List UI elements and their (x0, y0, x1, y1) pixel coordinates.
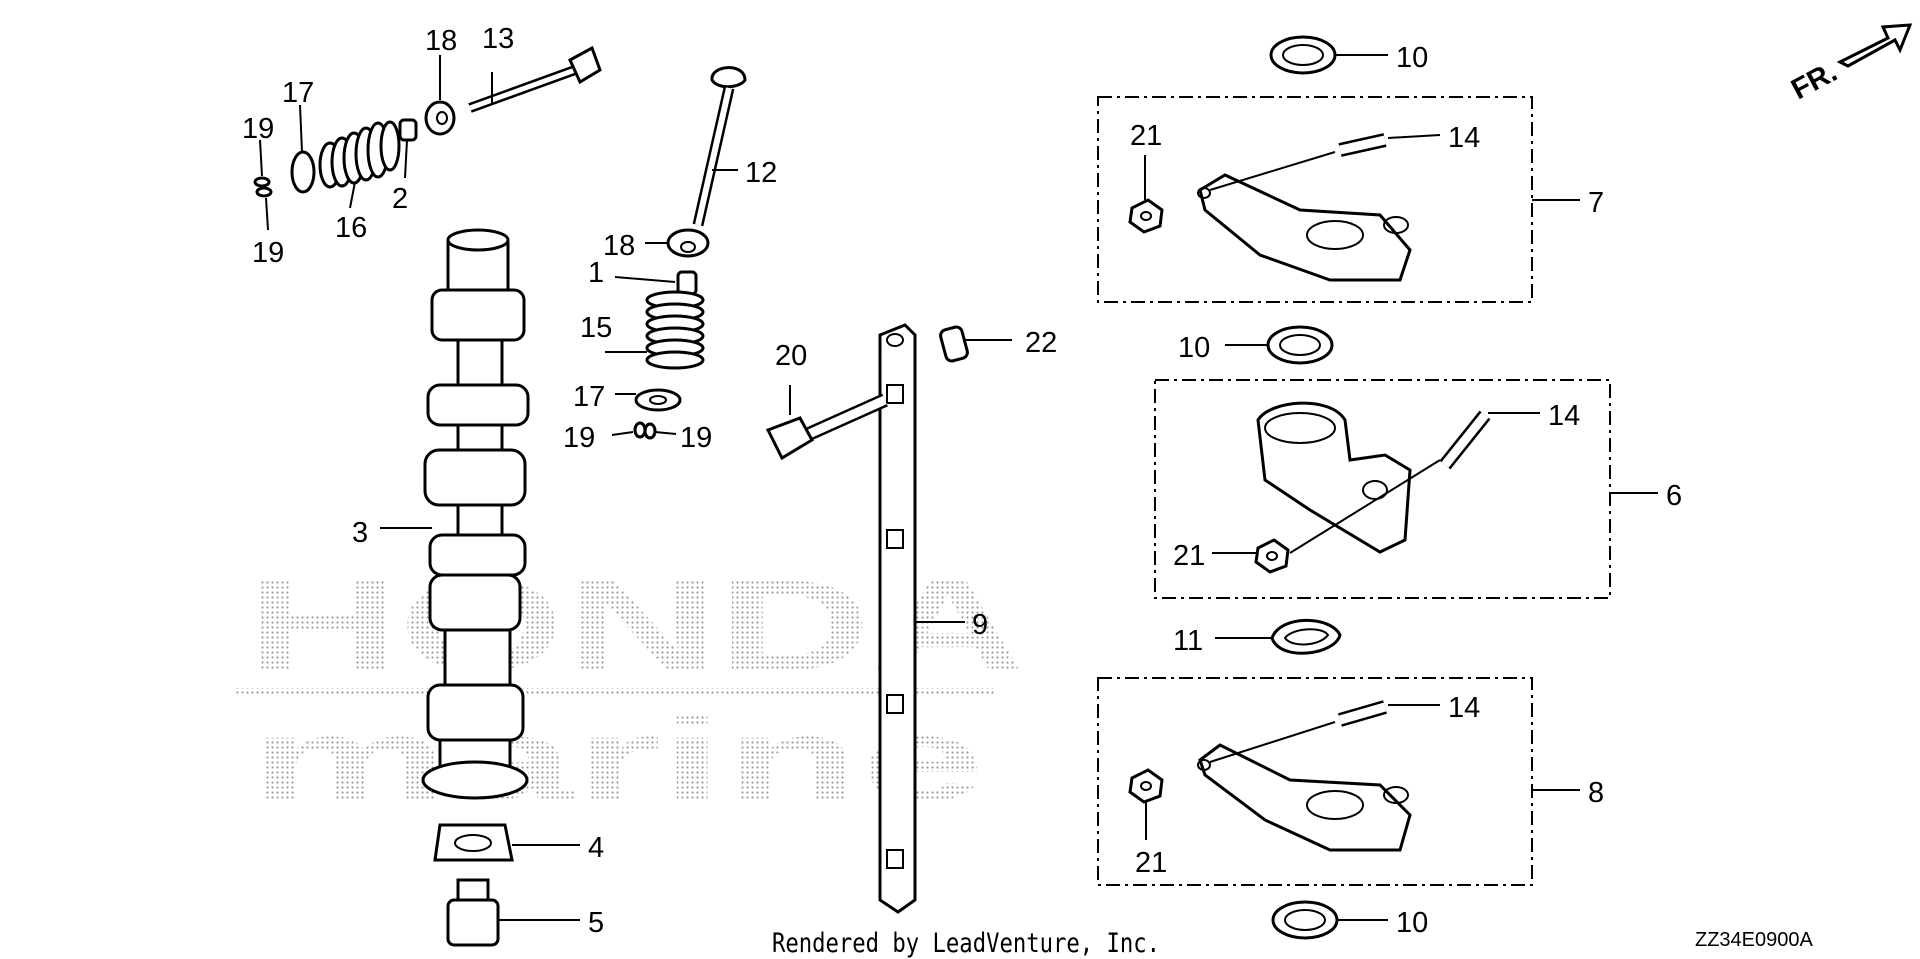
camshaft (421, 228, 530, 800)
wave-washer-11 (1270, 618, 1342, 655)
washer-10-upper-middle (1266, 325, 1334, 365)
callout-1: 1 (588, 257, 604, 289)
callout-21-middle: 21 (1173, 540, 1205, 572)
callout-10-bottom: 10 (1396, 907, 1428, 939)
callout-19-top-left: 19 (242, 113, 274, 145)
callout-10-middle: 10 (1178, 332, 1210, 364)
rocker-arm-8 (1197, 743, 1412, 852)
callout-17-right: 17 (573, 381, 605, 413)
adjusting-screw-14-middle (1439, 410, 1491, 470)
valve-retainer-18-left (424, 100, 456, 136)
callout-9: 9 (972, 609, 988, 641)
valve-spring-16 (318, 120, 401, 189)
callout-16: 16 (335, 212, 367, 244)
callouts: 1 2 3 4 5 6 7 8 9 10 10 10 11 12 13 14 1… (242, 23, 1682, 939)
callout-18-right: 18 (603, 230, 635, 262)
valve-retainer-18-right (666, 228, 710, 258)
adjusting-screw-14-top (1338, 133, 1387, 157)
lock-nut-21-middle (1254, 538, 1290, 574)
assembly-line-8 (1209, 721, 1336, 763)
valve-12 (692, 66, 747, 227)
callout-3: 3 (352, 517, 368, 549)
assembly-line-7 (1209, 151, 1336, 191)
camshaft-bushing (446, 878, 500, 947)
valve-spring-15 (645, 290, 705, 370)
adjusting-screw-14-bottom (1338, 700, 1387, 727)
front-direction-arrow: FR. (1786, 23, 1913, 106)
washer-10-top (1269, 35, 1337, 75)
callout-8: 8 (1588, 777, 1604, 809)
lock-nut-21-bottom (1128, 768, 1164, 804)
valve-13 (468, 45, 602, 113)
callout-6: 6 (1666, 480, 1682, 512)
callout-21-bottom: 21 (1135, 847, 1167, 879)
valve-seal-2 (398, 118, 418, 142)
callout-19-bottom-left: 19 (252, 237, 284, 269)
spring-seat-17-right (634, 388, 682, 412)
callout-21-top: 21 (1130, 120, 1162, 152)
callout-14-bottom: 14 (1448, 692, 1480, 724)
callout-15: 15 (580, 312, 612, 344)
rocker-shaft-bolt-20 (765, 393, 888, 461)
rocker-arm-7 (1197, 173, 1412, 282)
callout-14-top: 14 (1448, 122, 1480, 154)
callout-10-top: 10 (1396, 42, 1428, 74)
group-box-6 (1154, 379, 1611, 599)
valve-cotters-19-left (253, 176, 273, 198)
leader-lines (259, 54, 1658, 921)
washer-10-bottom (1271, 900, 1339, 940)
group-box-7 (1097, 96, 1533, 303)
callout-19-mid-right: 19 (680, 422, 712, 454)
callout-14-middle: 14 (1548, 400, 1580, 432)
callout-2: 2 (392, 183, 408, 215)
callout-22: 22 (1025, 327, 1057, 359)
assembly-line-6 (1289, 459, 1441, 554)
callout-18-left: 18 (425, 25, 457, 57)
lock-nut-21-top (1128, 198, 1164, 234)
callout-4: 4 (588, 832, 604, 864)
camshaft-pulley-hub (433, 823, 514, 862)
group-box-8 (1097, 677, 1533, 886)
rocker-arm-6 (1256, 401, 1412, 554)
valve-cotters-19-right (633, 421, 657, 440)
dowel-pin-22 (939, 325, 969, 363)
footer-credit: Rendered by LeadVenture, Inc. (772, 928, 1160, 959)
diagram-code: ZZ34E0900A (1695, 929, 1814, 951)
callout-13: 13 (482, 23, 514, 55)
rocker-arm-shaft (878, 323, 917, 914)
spring-seat-17-left (290, 150, 316, 194)
callout-17-left: 17 (282, 77, 314, 109)
callout-19-mid-left: 19 (563, 422, 595, 454)
front-indicator-label: FR. (1786, 56, 1842, 106)
callout-5: 5 (588, 907, 604, 939)
callout-12: 12 (745, 157, 777, 189)
callout-7: 7 (1588, 187, 1604, 219)
svg-text:marine: marine (250, 694, 985, 826)
callout-11: 11 (1173, 625, 1203, 657)
callout-20: 20 (775, 340, 807, 372)
